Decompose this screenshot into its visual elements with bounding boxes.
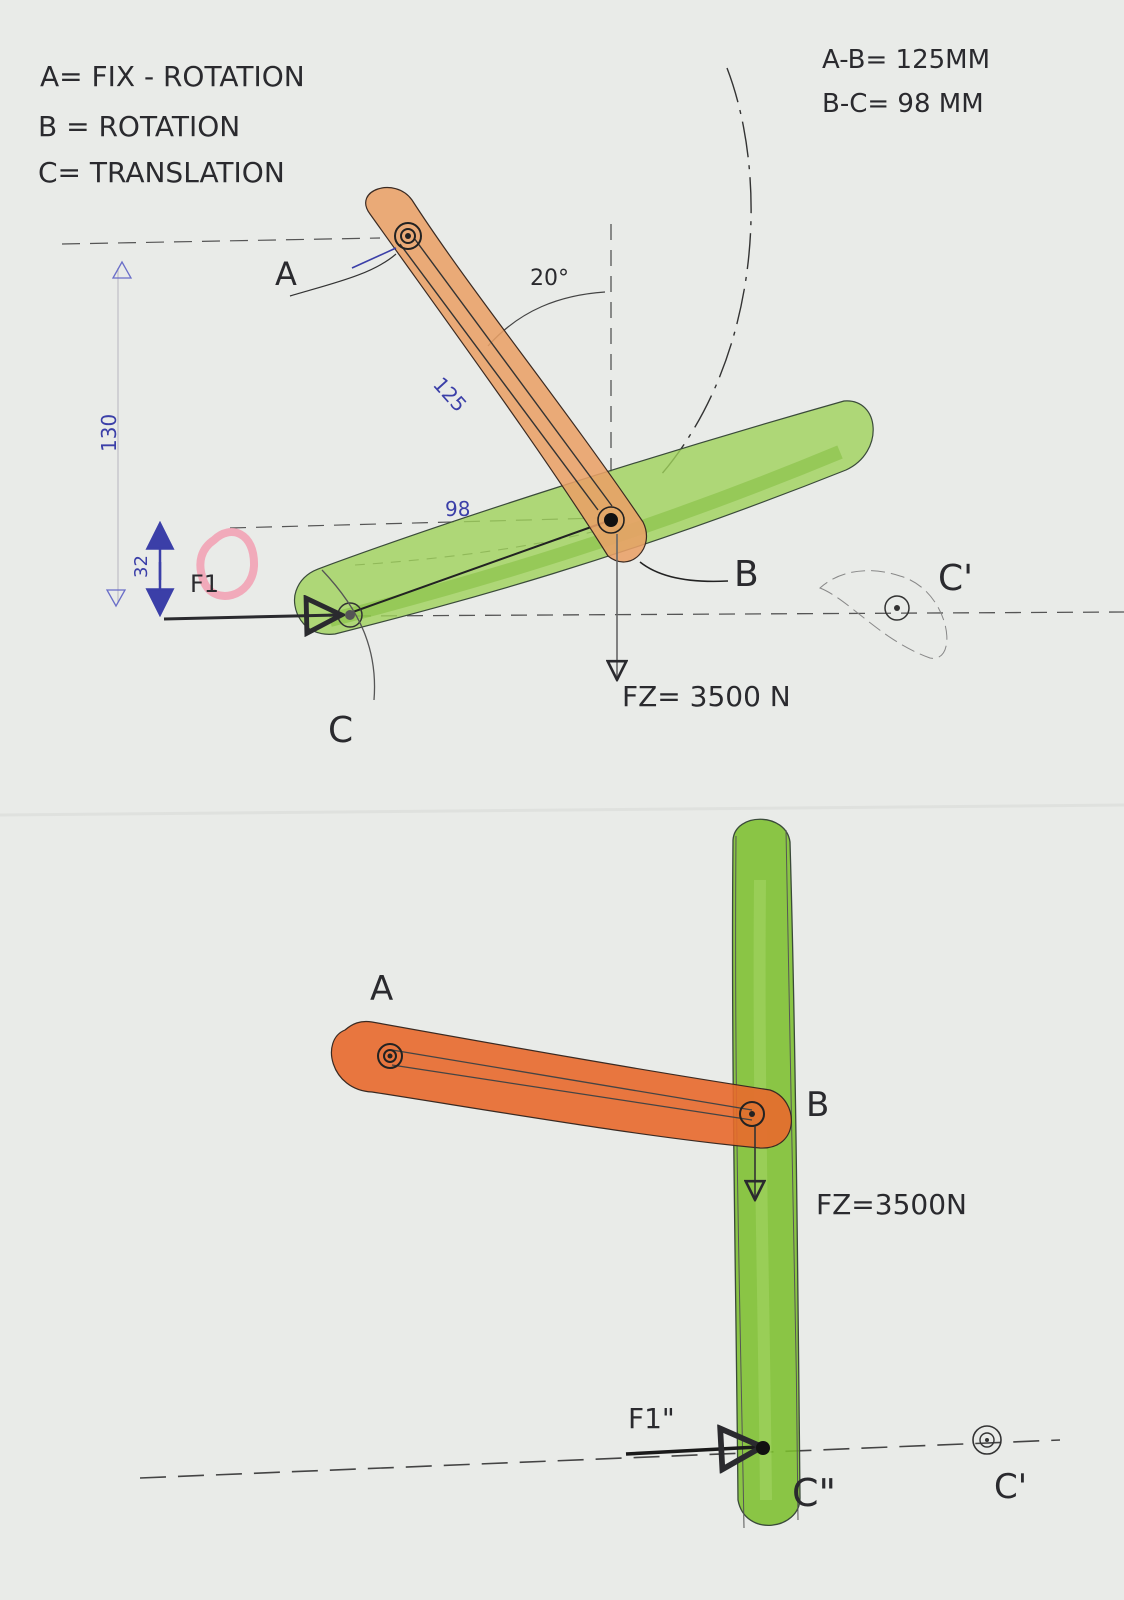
force-f1-arrow-bottom [625, 1447, 758, 1454]
length-ab: A-B= 125MM [822, 45, 990, 75]
label-a-bottom: A [370, 969, 393, 1009]
top-view: A 20° 125 98 130 32 F1 B C C' FZ= 3500 N [61, 67, 1124, 751]
link-horizontal-line-1 [391, 1049, 753, 1111]
joint-c-prime [884, 595, 910, 621]
joint-b-bottom [739, 1101, 765, 1127]
legend-c: C= TRANSLATION [38, 156, 285, 189]
dim-bc-label: 98 [445, 497, 470, 521]
joint-b [597, 506, 625, 534]
link-ab-line-2 [413, 237, 613, 507]
angle-label: 20° [530, 266, 569, 291]
dim-ab-label: 125 [428, 372, 471, 416]
ref-line-c [354, 611, 1124, 617]
force-f1-label-bottom: F1" [628, 1402, 675, 1435]
ref-line-b [229, 517, 601, 529]
legend-a: A= FIX - ROTATION [40, 60, 305, 93]
length-bc: B-C= 98 MM [822, 89, 984, 119]
pink-mark [196, 528, 259, 600]
label-b-bottom: B [806, 1085, 829, 1125]
force-fz-label-bottom: FZ=3500N [816, 1188, 967, 1221]
link-ab-line-1 [399, 243, 599, 511]
legend-b: B = ROTATION [38, 110, 240, 143]
label-b: B [734, 554, 759, 595]
label-c-prime: C' [938, 558, 973, 599]
joint-c-prime-bottom [972, 1425, 1002, 1455]
swing-arc [659, 67, 752, 477]
lengths: A-B= 125MM B-C= 98 MM [822, 45, 990, 119]
label-a: A [275, 255, 297, 293]
force-f1-label: F1 [190, 570, 219, 598]
label-c-prime-bottom: C' [994, 1467, 1027, 1507]
bottom-view: A B FZ=3500N F1" C" C' [139, 818, 1061, 1529]
joint-a-bottom [377, 1043, 403, 1069]
label-c: C [328, 710, 353, 751]
c-prime-outline [819, 570, 948, 659]
force-f1-arrow [163, 615, 338, 619]
link-bc-centerline [349, 520, 609, 614]
dim-height-label: 130 [97, 414, 121, 452]
joint-c-double [756, 1441, 770, 1455]
orange-link-ab [365, 186, 648, 563]
joint-a [394, 222, 422, 250]
ref-line-a [61, 237, 381, 245]
label-c-double-bottom: C" [792, 1471, 836, 1515]
paper-fold [0, 803, 1124, 817]
force-fz-label: FZ= 3500 N [622, 680, 791, 713]
orange-link-horizontal [330, 1020, 792, 1149]
link-horizontal-line-2 [391, 1064, 753, 1121]
dim-offset-label: 32 [131, 555, 152, 578]
a-pointer [351, 247, 397, 269]
ref-line-c-bottom [139, 1439, 1061, 1479]
legend: A= FIX - ROTATION B = ROTATION C= TRANSL… [38, 60, 305, 189]
